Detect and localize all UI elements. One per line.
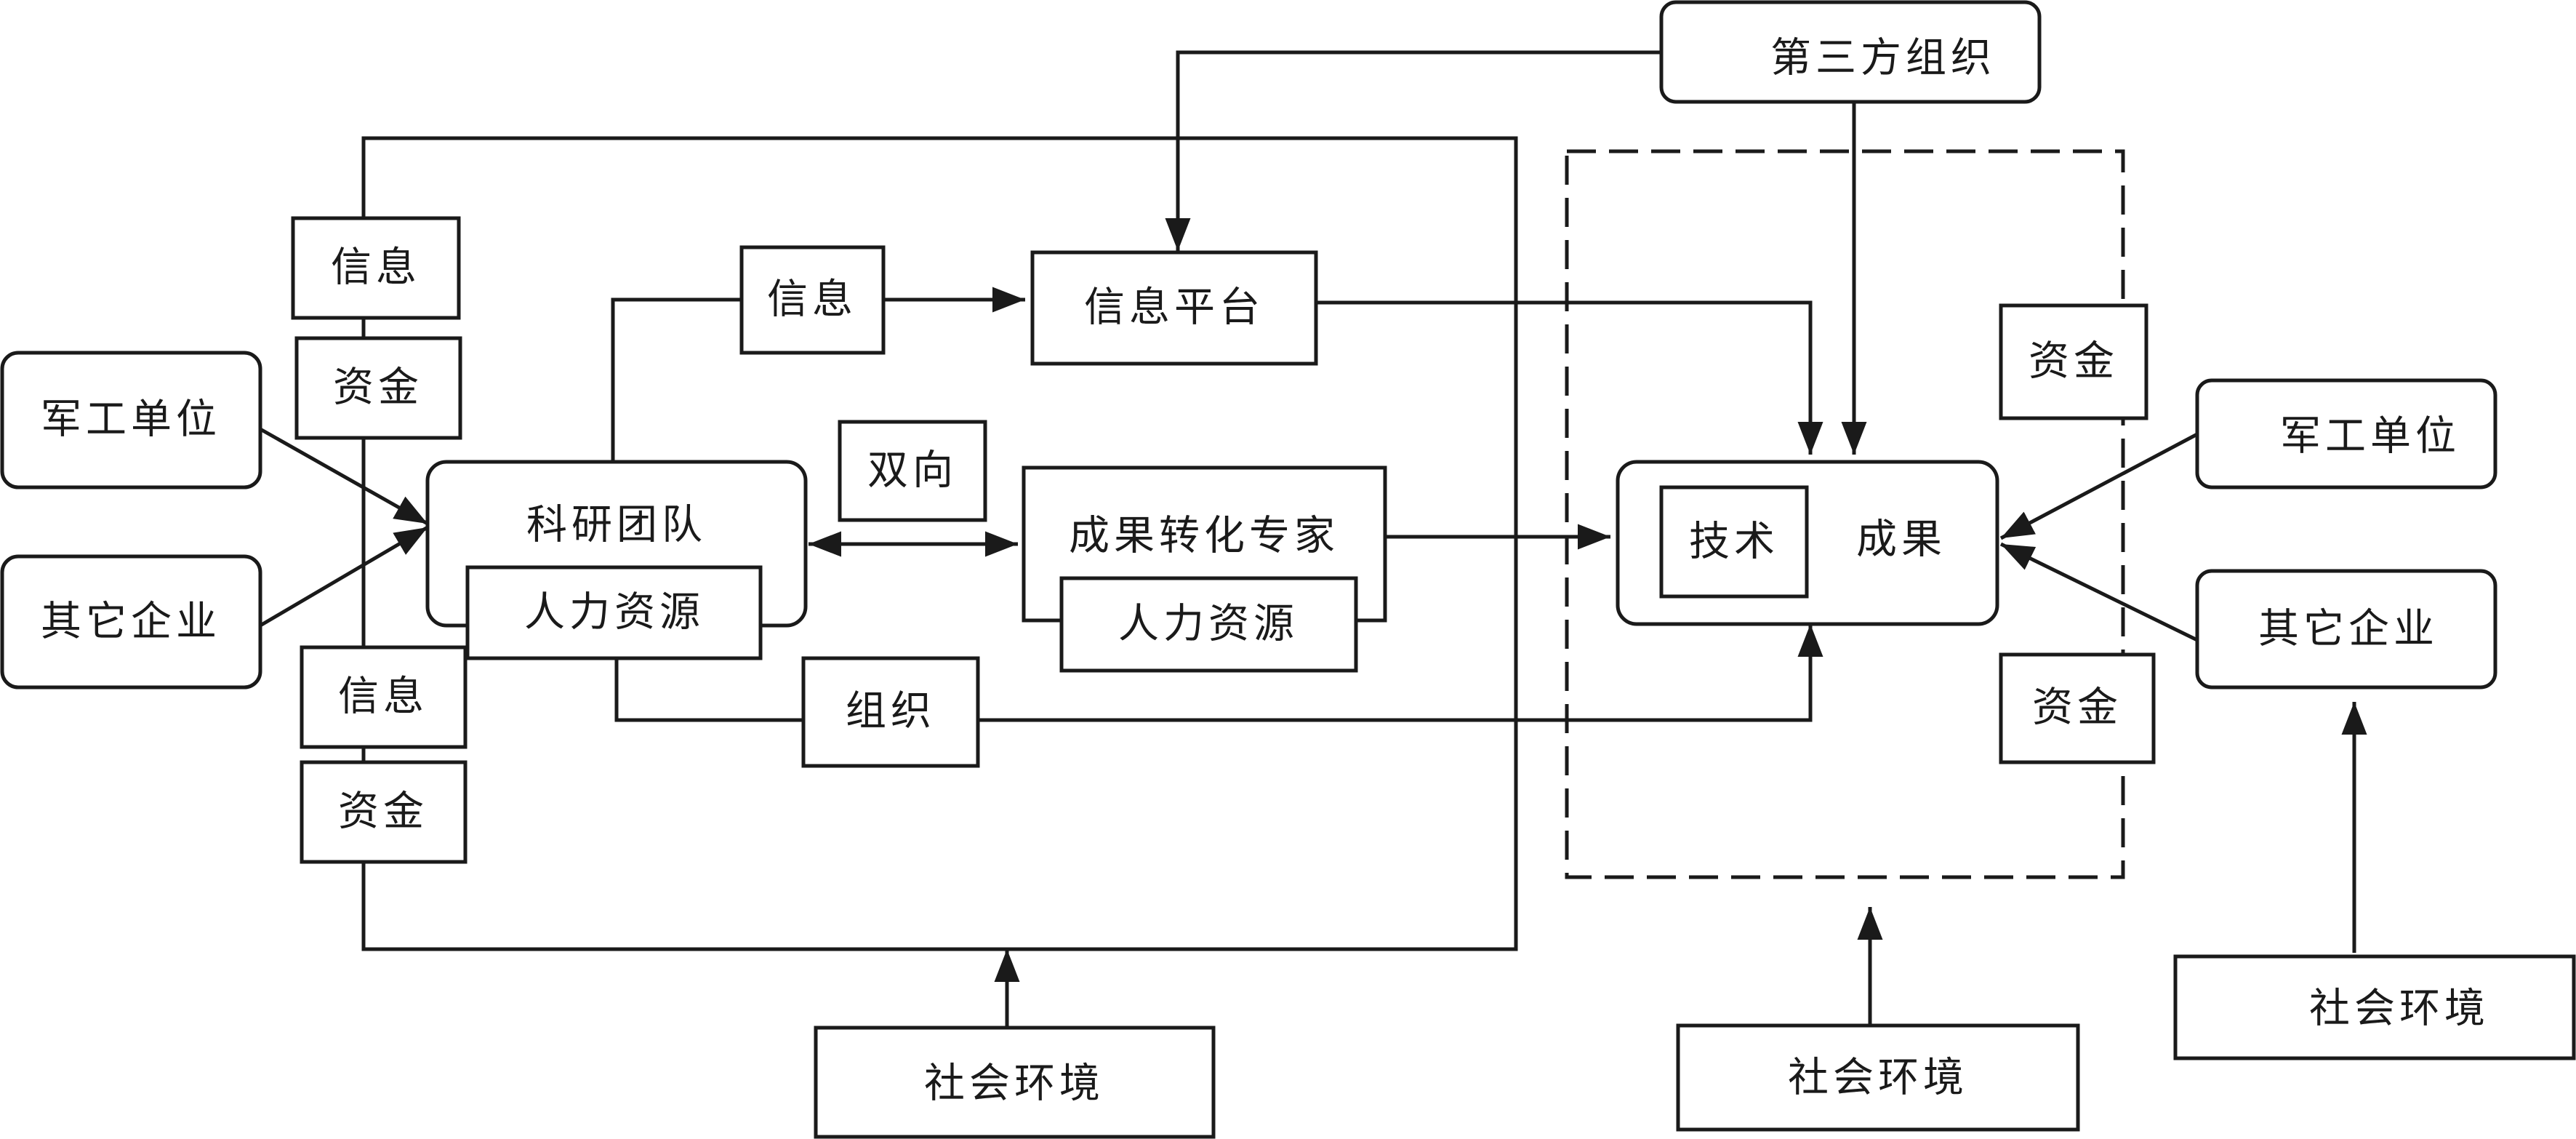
label-result: 成果 <box>1856 516 1946 564</box>
label-info-top: 信息 <box>331 244 421 292</box>
label-bidirectional: 双向 <box>867 447 958 495</box>
label-env-left: 社会环境 <box>924 1060 1104 1108</box>
label-tech: 技术 <box>1689 519 1779 566</box>
connector-third-party-to-platform <box>1165 50 1661 251</box>
label-fund-top: 资金 <box>333 364 423 412</box>
box-info-top <box>291 216 461 320</box>
box-hr-left <box>465 565 763 660</box>
box-other-left <box>0 554 262 690</box>
label-military-left: 军工单位 <box>41 396 221 444</box>
box-env-right <box>2173 954 2576 1060</box>
box-third-party <box>1659 0 2042 104</box>
label-hr-right: 人力资源 <box>1118 601 1299 648</box>
label-military-right: 军工单位 <box>2280 413 2460 460</box>
box-military-left <box>0 351 262 489</box>
box-info-bottom <box>300 645 468 749</box>
label-research-team: 科研团队 <box>526 502 707 549</box>
connector-team-to-info <box>611 297 742 462</box>
label-other-left: 其它企业 <box>41 599 221 646</box>
label-fund-right-top: 资金 <box>2029 338 2119 385</box>
box-tech <box>1659 485 1809 599</box>
connector-org-to-result <box>978 624 1823 722</box>
box-fund-top <box>294 336 462 440</box>
box-fund-right-bottom <box>1999 652 2156 764</box>
box-organization <box>801 656 980 768</box>
box-env-left <box>814 1026 1216 1139</box>
box-hr-right <box>1059 576 1358 673</box>
connector-other-left-to-team <box>259 525 429 628</box>
label-env-right: 社会环境 <box>2309 986 2489 1033</box>
label-transfer-expert: 成果转化专家 <box>1069 513 1339 560</box>
label-info-platform: 信息平台 <box>1084 284 1264 332</box>
connector-platform-to-result <box>1316 300 1823 455</box>
box-env-mid <box>1676 1023 2080 1132</box>
box-fund-bottom <box>300 760 468 864</box>
box-fund-right-top <box>1999 303 2148 420</box>
box-bidirectional <box>838 420 987 522</box>
label-third-party: 第三方组织 <box>1770 35 1996 82</box>
label-env-mid: 社会环境 <box>1788 1055 1968 1102</box>
label-info-mid: 信息 <box>767 276 857 324</box>
box-info-platform <box>1030 250 1318 366</box>
right-dashed-enclosure <box>1565 149 2125 879</box>
connector-hr-to-org <box>614 658 803 722</box>
box-military-right <box>2195 378 2497 489</box>
label-fund-bottom: 资金 <box>338 788 428 836</box>
label-fund-right-bottom: 资金 <box>2032 684 2122 732</box>
box-other-right <box>2195 569 2497 690</box>
connector-other-right-to-result <box>1999 542 2199 642</box>
box-info-mid <box>739 245 886 355</box>
connector-military-left-to-team <box>259 427 429 526</box>
label-hr-left: 人力资源 <box>524 589 705 636</box>
label-organization: 组织 <box>846 688 936 735</box>
label-other-right: 其它企业 <box>2258 606 2439 653</box>
label-info-bottom: 信息 <box>338 674 428 721</box>
connector-military-right-to-result <box>1999 432 2199 540</box>
